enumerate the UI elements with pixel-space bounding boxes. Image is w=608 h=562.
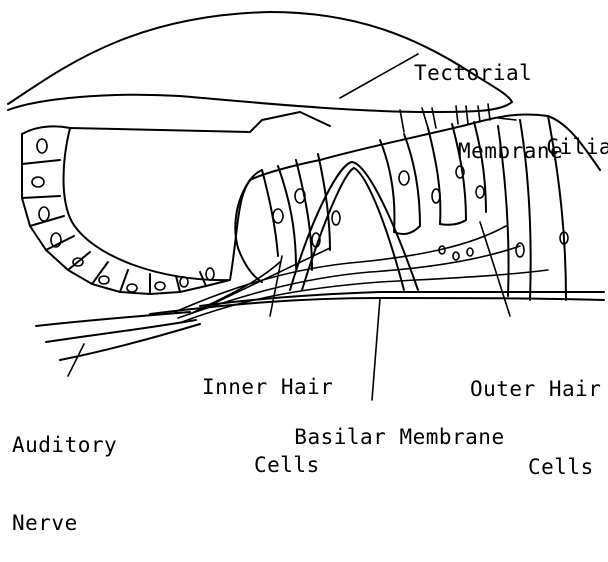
outer-hair-cells-line2: Cells [528, 454, 601, 480]
organ-of-corti-diagram: Tectorial Membrane Cilia Inner Hair Cell… [0, 0, 608, 438]
auditory-nerve-label: Auditory Nerve [12, 380, 117, 562]
basilar-leader [372, 298, 380, 400]
tectorial-label-line1: Tectorial [414, 60, 563, 86]
sulcus-lower-curve [64, 128, 263, 280]
auditory-nerve-line2: Nerve [12, 510, 117, 536]
tunnel-of-corti [302, 168, 404, 290]
auditory-nerve [36, 312, 200, 360]
tectorial-label: Tectorial Membrane [414, 8, 563, 190]
tectorial-leader [340, 54, 418, 98]
basilar-membrane-text: Basilar Membrane [294, 425, 504, 449]
sulcus-outline [22, 112, 330, 134]
outer-hair-leader [480, 222, 510, 316]
basilar-membrane-label: Basilar Membrane [268, 398, 505, 450]
cilia-label-text: Cilia [546, 135, 608, 159]
epithelial-cells [22, 134, 230, 294]
inner-hair-cells-line2: Cells [254, 452, 333, 478]
inner-hair-cells-line1: Inner Hair [202, 374, 333, 400]
auditory-nerve-line1: Auditory [12, 432, 117, 458]
auditory-leader [68, 344, 84, 376]
cilia-label: Cilia [520, 108, 608, 160]
organ-body [235, 180, 262, 282]
